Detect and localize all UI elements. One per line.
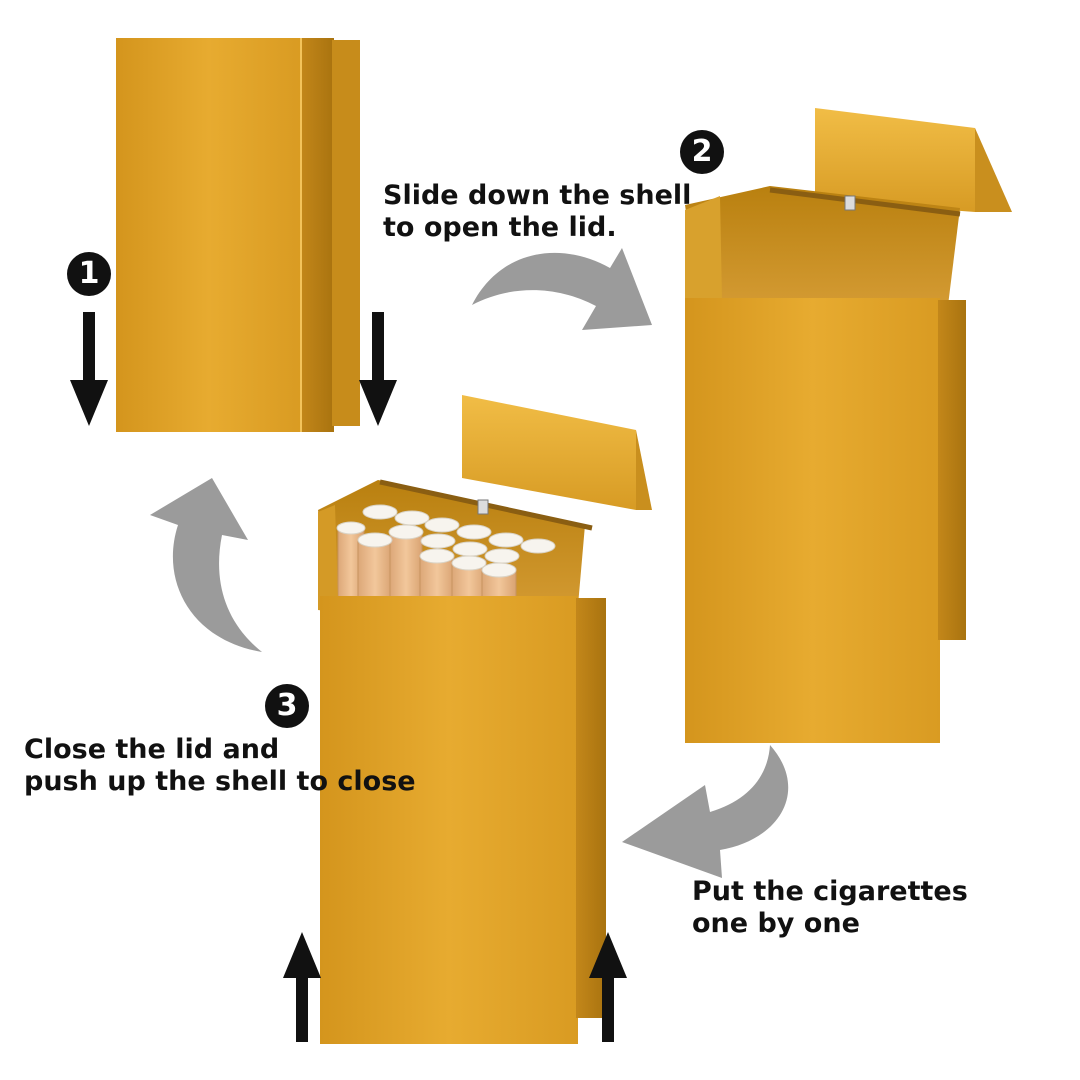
filter-top (451, 555, 487, 571)
curved-arrow-icon (472, 248, 652, 330)
case-side (300, 38, 334, 432)
case-interior (685, 186, 960, 330)
closed-case (116, 38, 360, 432)
caption-line: to open the lid. (383, 212, 617, 243)
filter-top (452, 541, 488, 557)
caption-line: Close the lid and (24, 734, 280, 765)
caption-line: one by one (692, 908, 860, 939)
filter-top (419, 548, 455, 564)
outer-shell-side (938, 300, 966, 640)
curved-arrow-icon (150, 478, 262, 652)
open-case (685, 108, 1012, 743)
lid-flap-edge (975, 128, 1012, 212)
caption-line: push up the shell to close (24, 766, 416, 797)
filter-top (362, 504, 398, 520)
outer-shell-front (685, 298, 940, 743)
step-3-caption: Close the lid and push up the shell to c… (24, 734, 416, 798)
caption-line: Slide down the shell (383, 180, 692, 211)
filter-top (520, 538, 556, 554)
filter-top (420, 533, 456, 549)
fill-caption: Put the cigarettes one by one (692, 876, 968, 940)
hinge (769, 187, 961, 217)
step-badge-icon: 1 (67, 252, 111, 296)
arrow-up-icon (589, 932, 627, 1042)
filter-top (456, 524, 492, 540)
case-front (116, 38, 302, 432)
caption-line: Put the cigarettes (692, 876, 968, 907)
filter-top (388, 524, 424, 540)
step-badge-icon: 3 (265, 684, 309, 728)
outer-shell-side (576, 598, 606, 1018)
hinge-clip (477, 499, 489, 515)
filter-top (357, 532, 393, 548)
arrow-down-icon (70, 312, 108, 426)
filter-top (481, 562, 517, 578)
curved-arrow-icon (622, 745, 789, 878)
filter-top (424, 517, 460, 533)
case-shell-side (332, 40, 360, 426)
step-2-caption: Slide down the shell to open the lid. (383, 180, 691, 244)
step-badge-icon: 2 (680, 130, 724, 174)
filter-top (484, 548, 520, 564)
arrow-up-icon (283, 932, 321, 1042)
filter-top (394, 510, 430, 526)
filter-top (488, 532, 524, 548)
arrow-down-icon (359, 312, 397, 426)
lid-back-flap (815, 108, 975, 212)
filter-top (336, 521, 366, 535)
hinge-clip (844, 195, 856, 211)
filled-case (318, 395, 652, 1044)
outer-shell-front (320, 596, 578, 1044)
lid-flap-edge (636, 430, 652, 510)
lid-back-flap (462, 395, 636, 510)
